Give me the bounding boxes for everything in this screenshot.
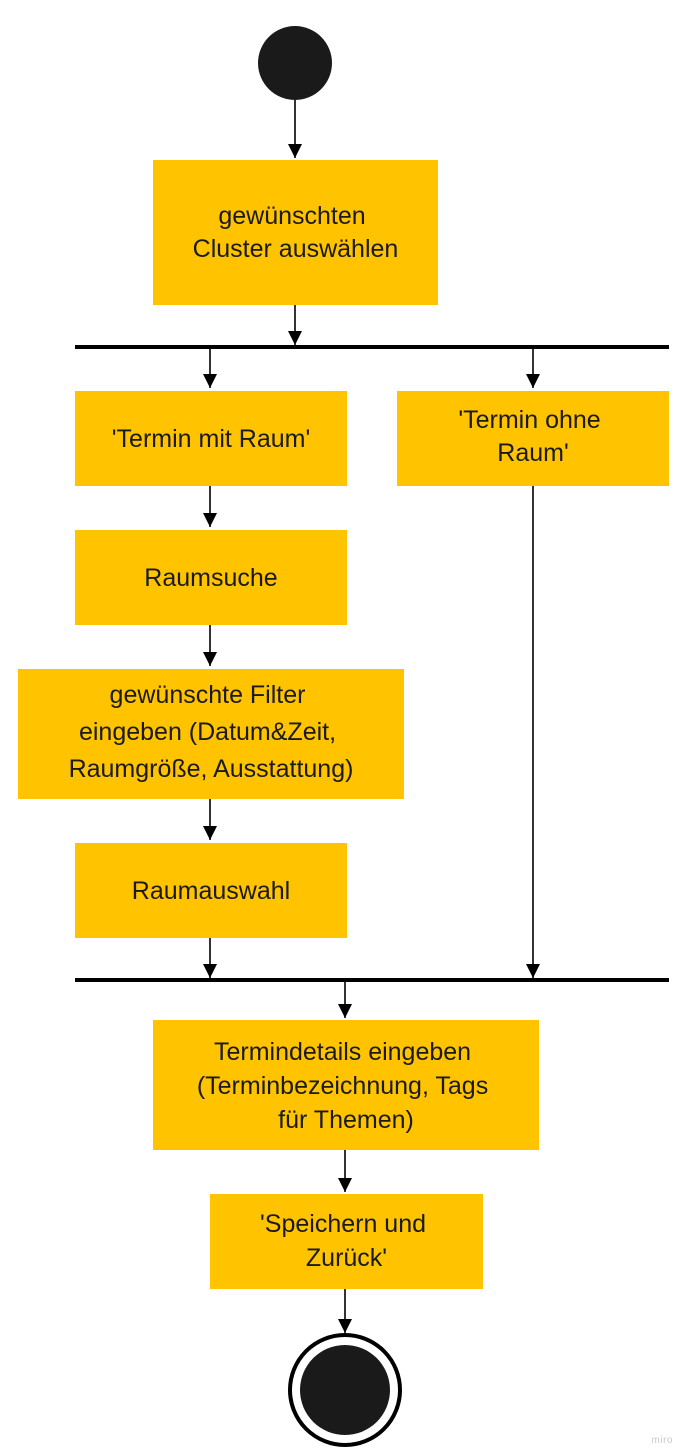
activity-label-line: 'Termin ohne	[458, 406, 600, 434]
activity-label-line: Raum'	[497, 439, 568, 467]
activity-termin-mit-raum: 'Termin mit Raum'	[75, 391, 347, 486]
activity-label-line: 'Termin mit Raum'	[112, 425, 310, 453]
activity-box	[75, 391, 347, 486]
activity-box	[397, 391, 669, 486]
activity-label-line: für Themen)	[278, 1106, 414, 1134]
activity-label-line: Zurück'	[306, 1244, 387, 1272]
activity-box	[153, 1020, 539, 1150]
activity-box	[75, 843, 347, 938]
activity-termin-ohne-raum: 'Termin ohne Raum'	[397, 391, 669, 486]
svg-text:Termindetails eingeben (: Termindetails eingeben (Terminbezeichnun…	[197, 1038, 495, 1134]
activity-box	[210, 1194, 483, 1289]
activity-label-line: Termindetails eingeben	[214, 1038, 471, 1066]
activity-raumauswahl: Raumauswahl	[75, 843, 347, 938]
miro-watermark: miro	[651, 1435, 673, 1446]
fork-bar	[75, 345, 669, 349]
svg-text:'Speichern und Zurück': 'Speichern und Zurück'	[260, 1210, 433, 1272]
activity-box	[75, 530, 347, 625]
activity-speichern-und-zurueck: 'Speichern und Zurück'	[210, 1194, 483, 1289]
svg-text:'Termin mit Raum': 'Termin mit Raum'	[112, 425, 310, 453]
activity-label-line: 'Speichern und	[260, 1210, 426, 1238]
activity-box	[153, 160, 438, 305]
svg-text:'Termin ohne Raum': 'Termin ohne Raum'	[458, 406, 607, 467]
activity-filter-eingeben: gewünschte Filter eingeben (Datum&Zeit, …	[18, 669, 404, 799]
activity-label-line: Raumgröße, Ausstattung)	[69, 755, 354, 783]
activity-label-line: (Terminbezeichnung, Tags	[197, 1072, 488, 1100]
activity-label-line: Cluster auswählen	[193, 235, 399, 263]
svg-text:Raumsuche: Raumsuche	[144, 564, 277, 592]
activity-label-line: Raumsuche	[144, 564, 277, 592]
start-node	[258, 26, 332, 100]
activity-label-line: gewünschten	[218, 202, 365, 230]
join-bar	[75, 978, 669, 982]
activity-select-cluster: gewünschten Cluster auswählen	[153, 160, 438, 305]
svg-text:gewünschte Filter eingeb: gewünschte Filter eingeben (Datum&Zeit, …	[69, 681, 354, 783]
activity-box	[18, 669, 404, 799]
svg-text:gewünschten Cluster ausw: gewünschten Cluster auswählen	[193, 202, 399, 263]
activity-label-line: eingeben (Datum&Zeit,	[79, 718, 336, 746]
activity-termindetails-eingeben: Termindetails eingeben (Terminbezeichnun…	[153, 1020, 539, 1150]
flow-arrows	[203, 100, 540, 1333]
svg-text:Raumauswahl: Raumauswahl	[132, 877, 290, 905]
activity-label-line: gewünschte Filter	[110, 681, 306, 709]
activity-raumsuche: Raumsuche	[75, 530, 347, 625]
activity-label-line: Raumauswahl	[132, 877, 290, 905]
end-node	[288, 1333, 402, 1447]
